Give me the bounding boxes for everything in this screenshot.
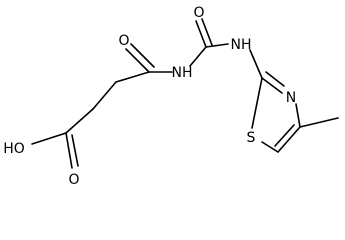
bond-c5-o-urea-a	[195, 20, 207, 48]
bonds	[31, 18, 339, 169]
bond-nh-left-c5	[189, 46, 207, 67]
bond-c5-nh-right	[205, 43, 229, 48]
structure-diagram: HO O O O NH NH N S	[3, 5, 339, 188]
atom-label-ring-sulfur: S	[247, 130, 256, 146]
bond-c6-n-ring-a	[261, 77, 283, 94]
bond-c4-o-ketone-b	[130, 43, 155, 68]
atom-label-acid-oxygen: O	[68, 172, 79, 188]
atom-label-ring-nitrogen: N	[286, 90, 296, 106]
atom-label-amide-nh: NH	[172, 65, 193, 81]
atom-label-ketone-oxygen: O	[118, 33, 129, 49]
bond-c7-methyl	[299, 117, 339, 128]
atom-labels: HO O O O NH NH N S	[3, 5, 296, 188]
atom-label-urea-oxygen: O	[193, 5, 204, 21]
bond-c1-o-acid-a	[65, 132, 73, 169]
atom-label-hydroxyl: HO	[3, 141, 25, 157]
bond-c6-n-ring-b	[265, 71, 285, 87]
bond-s-c6	[251, 77, 263, 129]
bond-c1-c2	[65, 108, 94, 134]
bond-nh-right-c6	[249, 49, 263, 79]
bond-n-ring-c7	[295, 103, 301, 128]
bond-c7-c8-a	[277, 126, 301, 153]
bond-c8-s	[261, 141, 279, 153]
bond-c2-c3	[92, 81, 117, 110]
bond-c7-c8-b	[274, 124, 295, 147]
molecule-canvas: HO O O O NH NH N S	[3, 5, 339, 188]
bond-c3-c4	[115, 71, 150, 83]
atom-label-amine-nh: NH	[231, 37, 252, 53]
bond-c4-o-ketone-a	[125, 48, 150, 73]
bond-c5-o-urea-b	[201, 18, 213, 46]
bond-c1-o-acid-b	[71, 134, 79, 167]
bond-oh-c1	[31, 132, 67, 145]
